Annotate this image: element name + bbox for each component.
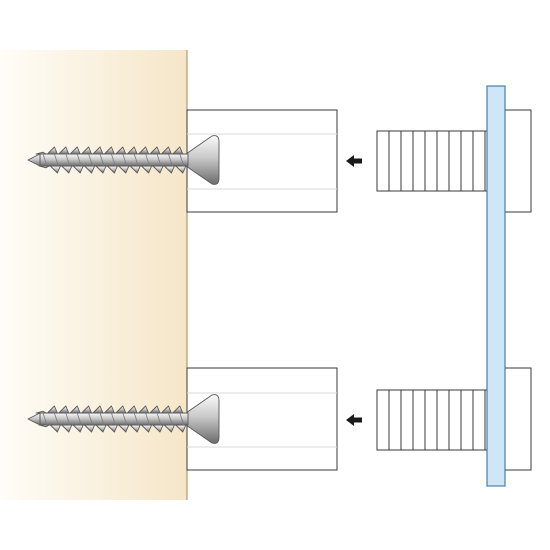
threaded-cap-bottom [376,389,488,451]
glass-panel [486,85,506,487]
wall [0,50,187,500]
countersunk-screw-icon [27,135,220,185]
cap-head-bottom [504,367,532,471]
cap-head-top [504,109,532,213]
arrow-left-icon [346,414,362,426]
threaded-cap-top [376,130,488,192]
countersunk-screw-icon [27,394,220,444]
arrow-left-icon [346,155,362,167]
